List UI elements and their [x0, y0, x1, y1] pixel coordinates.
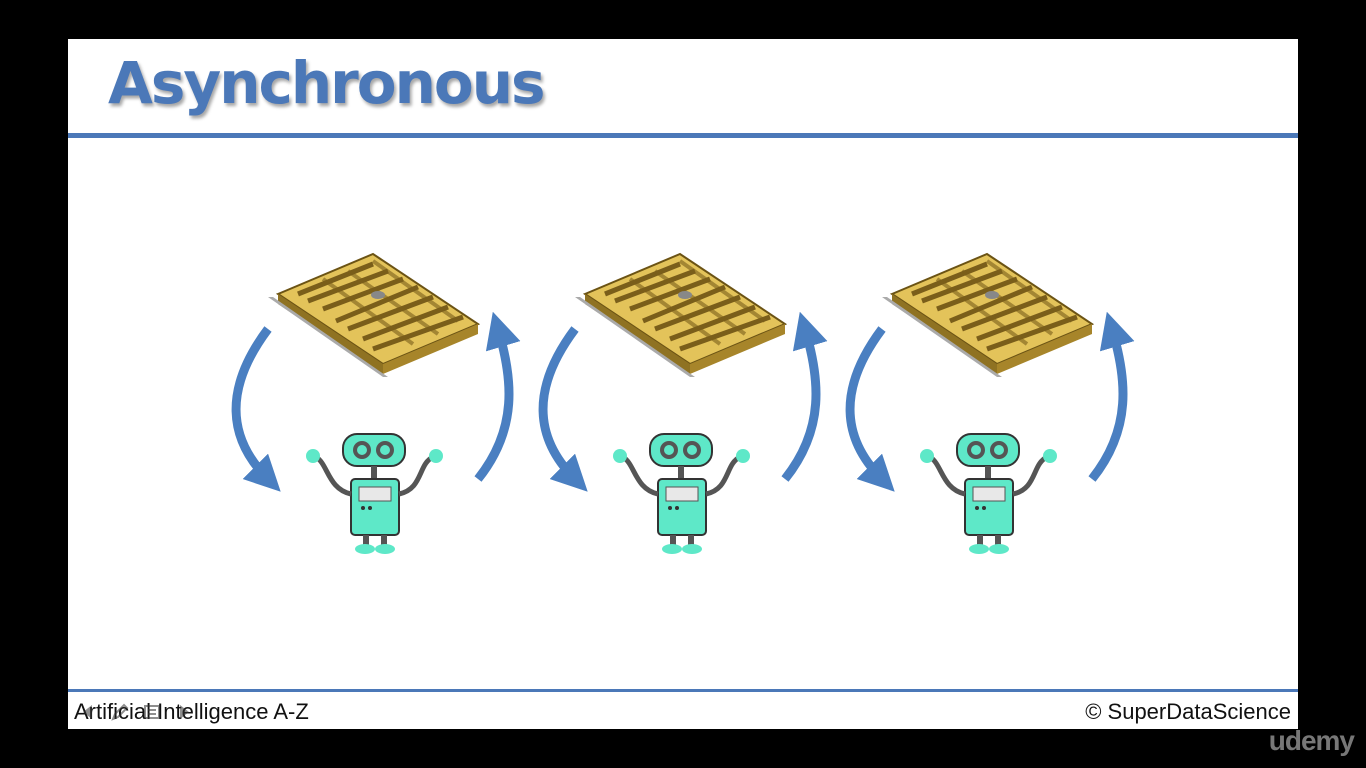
footer-divider — [68, 689, 1298, 692]
udemy-watermark: udemy — [1268, 725, 1355, 756]
arrow-up-icon — [1088, 311, 1135, 482]
next-slide-button[interactable] — [172, 701, 196, 723]
agent-environment-group-1 — [228, 249, 538, 579]
robot-icon — [920, 433, 1057, 554]
agent-environment-group-2 — [535, 249, 845, 579]
copyright-text: © SuperDataScience — [1085, 699, 1291, 724]
maze-icon — [575, 252, 788, 377]
slide: Asynchronous — [68, 39, 1298, 729]
slide-player-controls — [76, 700, 201, 724]
slide-menu-button[interactable] — [140, 701, 164, 723]
maze-icon — [882, 252, 1095, 377]
next-icon — [180, 705, 189, 719]
arrow-down-icon — [538, 326, 588, 492]
robot-icon — [613, 433, 750, 554]
slides-icon — [144, 705, 160, 719]
slide-title: Asynchronous — [108, 49, 546, 117]
previous-icon — [83, 705, 92, 719]
robot-icon — [306, 433, 443, 554]
annotate-button[interactable] — [108, 701, 132, 723]
agent-environment-group-3 — [842, 249, 1152, 579]
previous-slide-button[interactable] — [76, 701, 100, 723]
arrow-down-icon — [845, 326, 895, 492]
title-divider — [68, 133, 1298, 138]
arrow-up-icon — [474, 311, 521, 482]
arrow-down-icon — [231, 326, 281, 492]
maze-icon — [268, 252, 481, 377]
arrow-up-icon — [781, 311, 828, 482]
edit-icon — [111, 703, 129, 721]
